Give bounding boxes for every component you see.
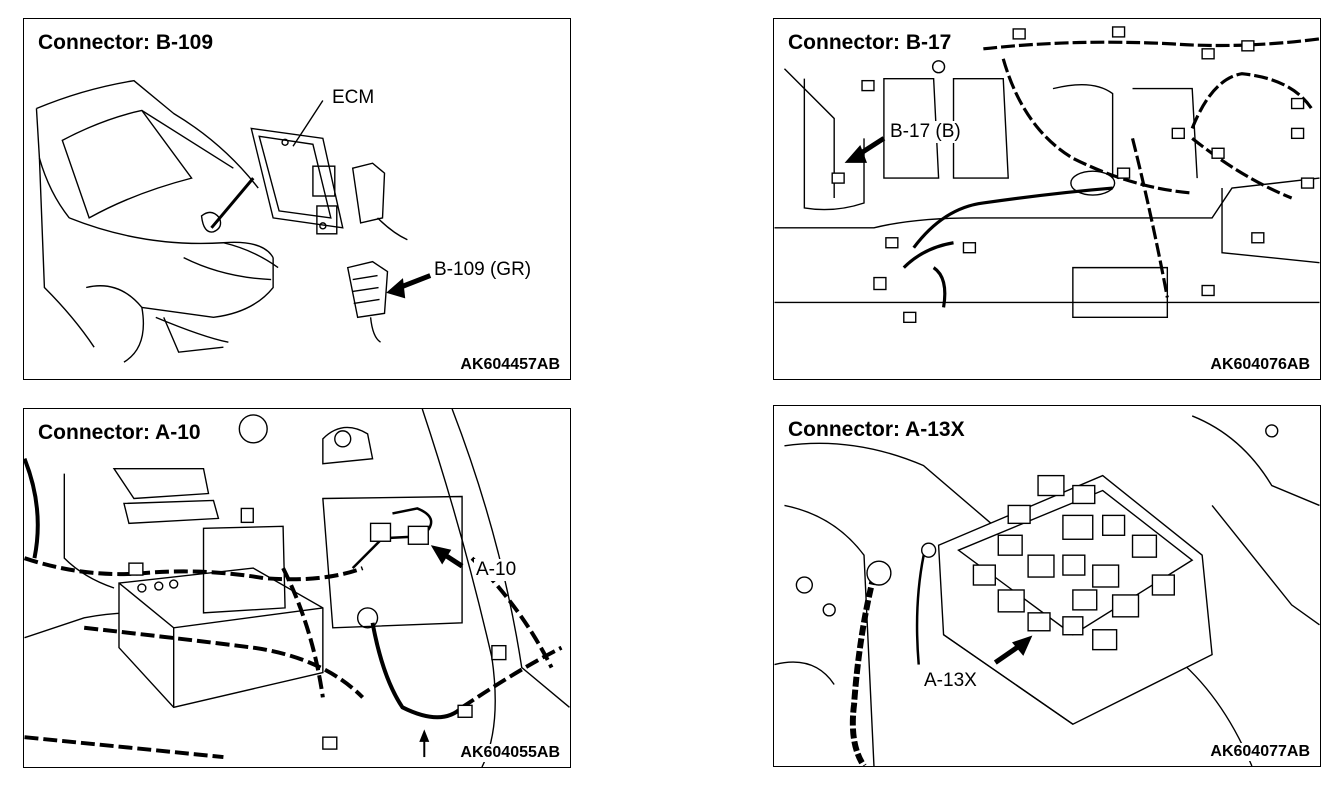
- panel-title: Connector: B-109: [36, 31, 216, 55]
- figure-code: AK604077AB: [1208, 743, 1312, 761]
- ecm-label: ECM: [330, 87, 377, 109]
- panel-connector-b109: Connector: B-109 ECM B-109 (GR) AK604457…: [23, 18, 571, 380]
- panel-connector-b17: Connector: B-17 B-17 (B) AK604076AB: [773, 18, 1321, 380]
- connector-label: B-109 (GR): [432, 259, 534, 281]
- connector-label: B-17 (B): [888, 121, 963, 143]
- figure-code: AK604055AB: [458, 744, 562, 762]
- connector-label: A-13X: [922, 670, 979, 692]
- panel-connector-a10: Connector: A-10 A-10 AK604055AB: [23, 408, 571, 768]
- figure-code: AK604076AB: [1208, 356, 1312, 374]
- engine-bay-illustration: [774, 26, 1320, 324]
- panel-title: Connector: A-10: [36, 421, 203, 445]
- relay-box-illustration: [774, 415, 1320, 766]
- panel-connector-a13x: Connector: A-13X A-13X AK604077AB: [773, 405, 1321, 767]
- connector-label: A-10: [474, 559, 519, 581]
- panel-title: Connector: B-17: [786, 31, 954, 55]
- panel-title: Connector: A-13X: [786, 418, 967, 442]
- battery-area-illustration: [24, 409, 570, 767]
- car-ecm-illustration: [35, 79, 432, 363]
- figure-code: AK604457AB: [458, 356, 562, 374]
